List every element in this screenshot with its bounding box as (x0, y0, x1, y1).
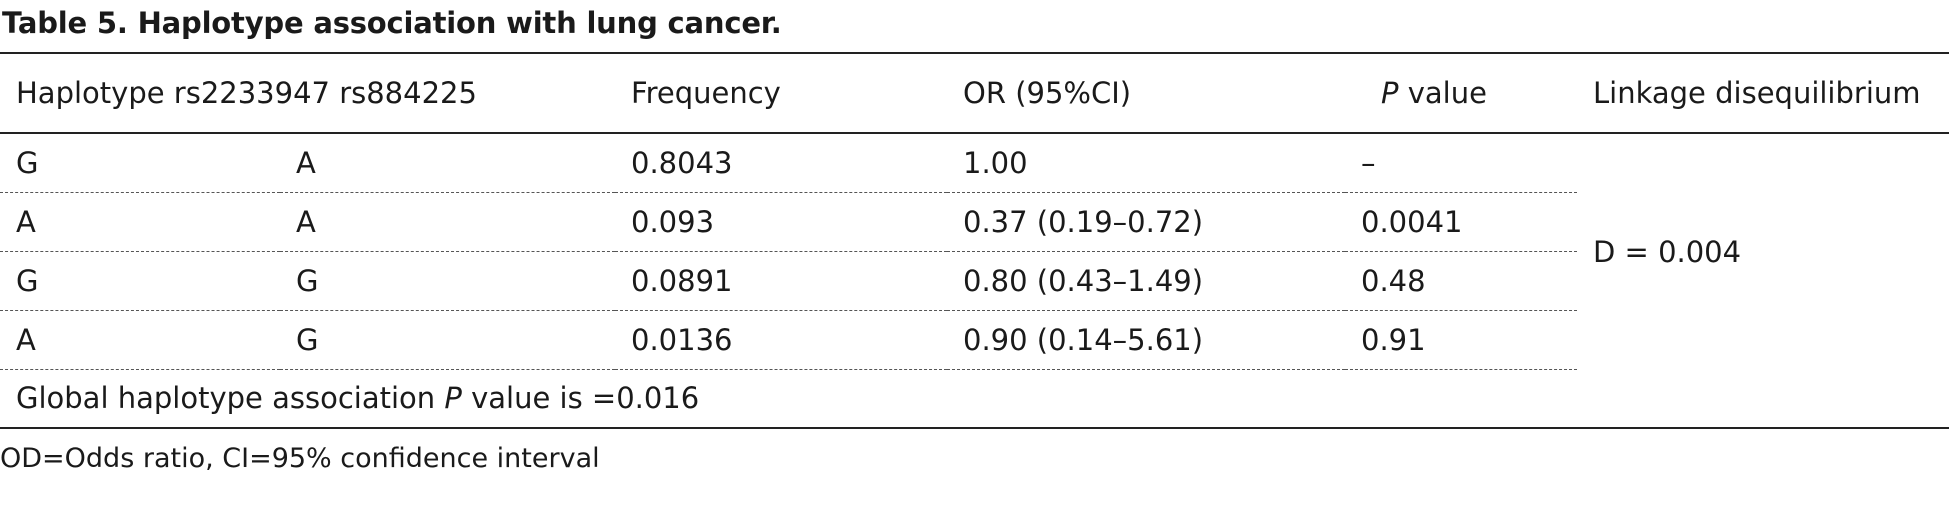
header-p-italic: P (1381, 76, 1399, 110)
cell-rs884225: G (280, 310, 615, 370)
cell-p-value: – (1345, 133, 1577, 193)
cell-linkage-disequilibrium: D = 0.004 (1593, 234, 1742, 269)
cell-or: 1.00 (947, 133, 1345, 193)
header-linkage-disequilibrium: Linkage disequilibrium (1577, 52, 1949, 134)
cell-frequency: 0.8043 (615, 133, 947, 193)
cell-frequency: 0.0136 (615, 310, 947, 370)
global-p-italic: P (444, 381, 462, 416)
global-prefix: Global haplotype association (16, 381, 445, 416)
header-or: OR (95%CI) (947, 52, 1345, 134)
header-row: Haplotype rs2233947 rs884225 Frequency O… (0, 52, 1949, 134)
cell-frequency: 0.093 (615, 192, 947, 252)
table-caption: Table 5. Haplotype association with lung… (2, 6, 782, 40)
cell-or: 0.37 (0.19–0.72) (947, 192, 1345, 252)
cell-rs2233947: G (0, 251, 280, 311)
header-p-value: P value (1345, 52, 1577, 134)
table-row: A A 0.093 0.37 (0.19–0.72) 0.0041 (0, 192, 1949, 252)
global-suffix: value is =0.016 (461, 381, 700, 416)
cell-rs884225: G (280, 251, 615, 311)
cell-rs2233947: A (0, 310, 280, 370)
cell-rs884225: A (280, 133, 615, 193)
cell-rs884225: A (280, 192, 615, 252)
table-row: G A 0.8043 1.00 – D = 0.004 (0, 133, 1949, 269)
cell-or: 0.90 (0.14–5.61) (947, 310, 1345, 370)
cell-p-value: 0.0041 (1345, 192, 1577, 252)
header-haplotype: Haplotype rs2233947 rs884225 (0, 52, 615, 134)
header-frequency: Frequency (615, 52, 947, 134)
table-footnote: OD=Odds ratio, CI=95% confidence interva… (0, 443, 600, 474)
cell-or: 0.80 (0.43–1.49) (947, 251, 1345, 311)
header-p-rest: value (1398, 76, 1487, 110)
cell-p-value: 0.48 (1345, 251, 1577, 311)
haplotype-table-container: Haplotype rs2233947 rs884225 Frequency O… (0, 52, 1949, 429)
table-row: G G 0.0891 0.80 (0.43–1.49) 0.48 (0, 251, 1949, 311)
cell-p-value: 0.91 (1345, 310, 1577, 370)
cell-rs2233947: G (0, 133, 280, 193)
cell-rs2233947: A (0, 192, 280, 252)
table-row: A G 0.0136 0.90 (0.14–5.61) 0.91 (0, 310, 1949, 370)
global-association-row: Global haplotype association P value is … (0, 369, 1949, 429)
global-association-cell: Global haplotype association P value is … (0, 369, 1949, 429)
haplotype-table: Haplotype rs2233947 rs884225 Frequency O… (0, 52, 1949, 429)
cell-frequency: 0.0891 (615, 251, 947, 311)
